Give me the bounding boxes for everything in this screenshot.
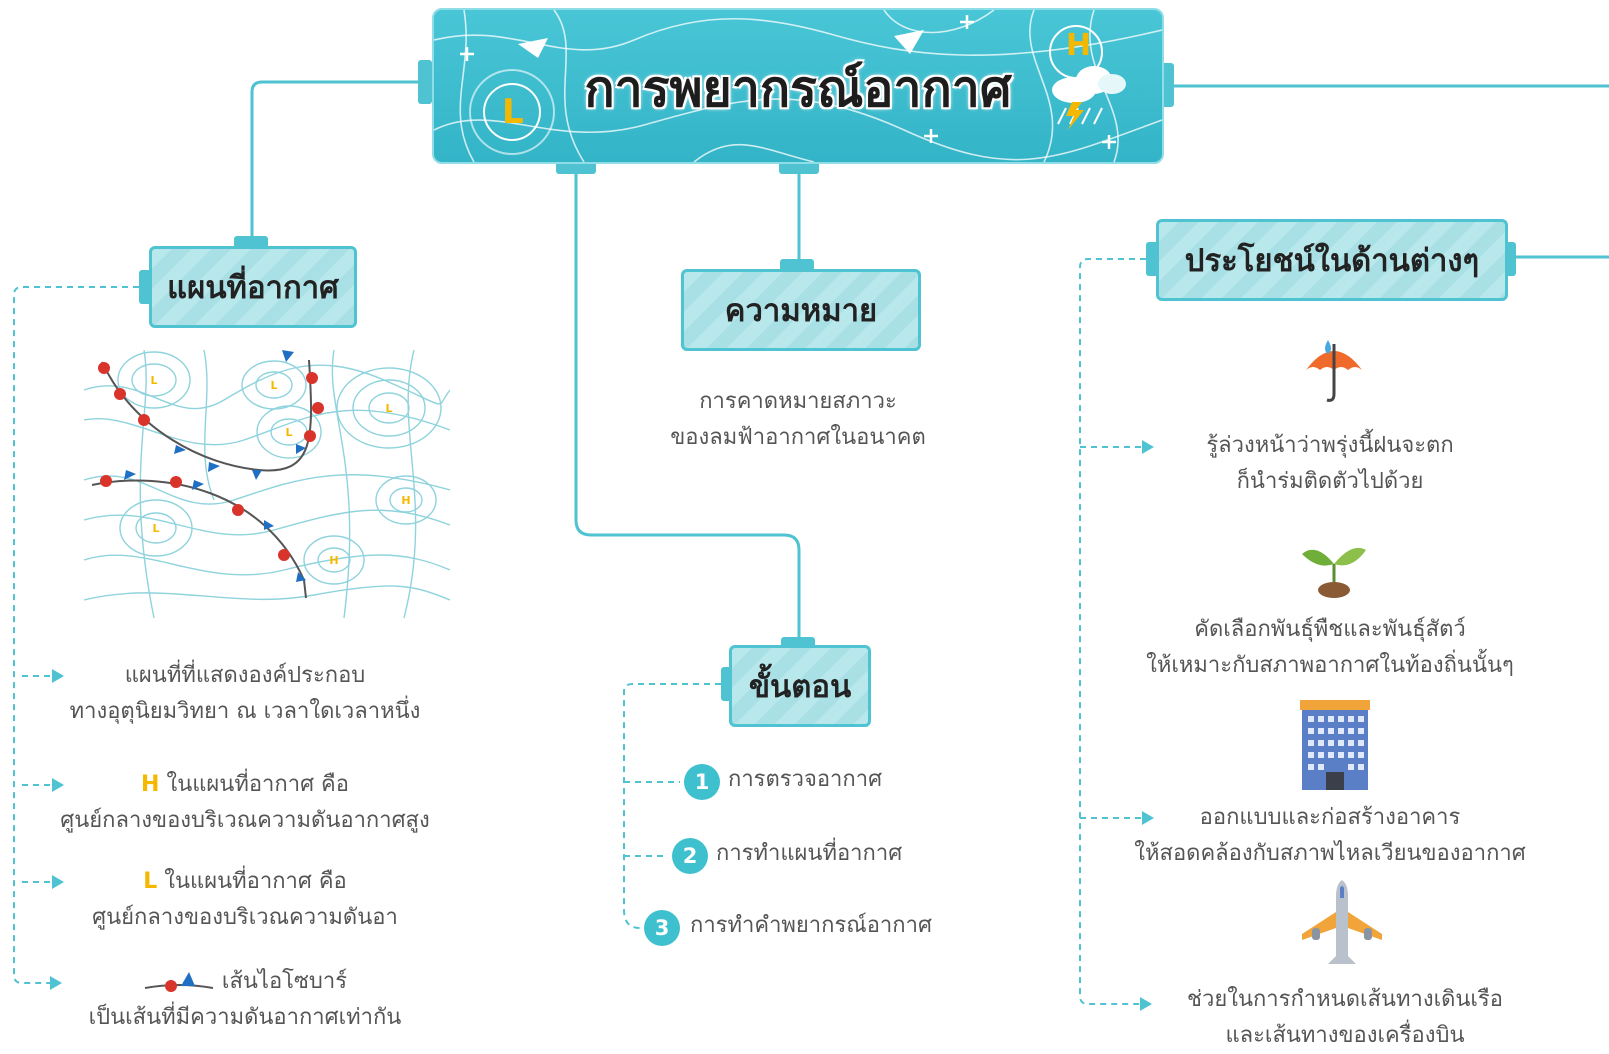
benefit-item-1: รู้ล่วงหน้าว่าพรุ่งนี้ฝนจะตก ก็นำร่มติดต… [1206, 433, 1454, 494]
topic-meaning-label: ความหมาย [724, 293, 878, 329]
benefit-item-2: คัดเลือกพันธุ์พืชและพันธุ์สัตว์ ให้เหมาะ… [1146, 617, 1514, 678]
step-number-1: 1 [684, 764, 720, 800]
map-low-marker-1: L [150, 374, 157, 387]
low-pressure-letter: L [143, 869, 158, 894]
topic-weather-map-label: แผนที่อากาศ [167, 270, 339, 306]
benefit-item-3: ออกแบบและก่อสร้างอาคาร ให้สอดคล้องกับสภา… [1134, 805, 1526, 866]
topic-steps-label: ขั้นตอน [748, 669, 852, 705]
page-title: การพยากรณ์อากาศ [584, 60, 1012, 118]
airplane-icon [1302, 880, 1382, 964]
weather-cloud-icon [1052, 66, 1126, 130]
meaning-description: การคาดหมายสภาวะ ของลมฟ้าอากาศในอนาคต [670, 389, 926, 450]
building-icon [1300, 700, 1370, 790]
map-low-marker-4: L [385, 402, 392, 415]
isobar-pattern [434, 10, 1162, 162]
step-label-1: การตรวจอากาศ [728, 767, 883, 792]
step-label-3: การทำคำพยากรณ์อากาศ [690, 913, 932, 938]
topic-benefits: ประโยชน์ในด้านต่างๆ [1156, 219, 1508, 301]
step-label-2: การทำแผนที่อากาศ [716, 841, 903, 866]
high-pressure-letter: H [141, 772, 160, 797]
weather-map-item-1: แผนที่ที่แสดงองค์ประกอบ ทางอุตุนิยมวิทยา… [69, 663, 421, 724]
step-number-2: 2 [672, 838, 708, 874]
benefit-item-4: ช่วยในการกำหนดเส้นทางเดินเรือ และเส้นทาง… [1187, 987, 1503, 1048]
weather-map-item-3: L ในแผนที่อากาศ คือ ศูนย์กลางของบริเวณคว… [92, 869, 398, 930]
low-pressure-marker: L [502, 92, 524, 132]
topic-steps: ขั้นตอน [729, 645, 871, 727]
title-banner: L H การพยากรณ์อากาศ [432, 8, 1164, 164]
sprout-icon [1302, 547, 1366, 598]
weather-map-item-4: เส้นไอโซบาร์ เป็นเส้นที่มีความดันอากาศเท… [88, 969, 402, 1030]
step-number-3: 3 [644, 910, 680, 946]
map-low-marker-2: L [270, 379, 277, 392]
high-pressure-marker: H [1066, 28, 1092, 63]
topic-weather-map: แผนที่อากาศ [149, 246, 357, 328]
map-low-marker-5: L [152, 522, 159, 535]
umbrella-icon [1306, 340, 1362, 402]
topic-benefits-label: ประโยชน์ในด้านต่างๆ [1184, 243, 1480, 279]
weather-map-item-2: H ในแผนที่อากาศ คือ ศูนย์กลางของบริเวณคว… [60, 772, 430, 833]
weather-map-illustration: L L L L L H H [84, 350, 450, 618]
connector-steps [574, 160, 801, 648]
connector-weather-map [250, 80, 432, 245]
map-high-marker-2: H [329, 554, 338, 567]
map-low-marker-3: L [285, 426, 292, 439]
map-high-marker-1: H [401, 494, 410, 507]
topic-meaning: ความหมาย [681, 269, 921, 351]
isobar-front-icon [144, 972, 214, 992]
